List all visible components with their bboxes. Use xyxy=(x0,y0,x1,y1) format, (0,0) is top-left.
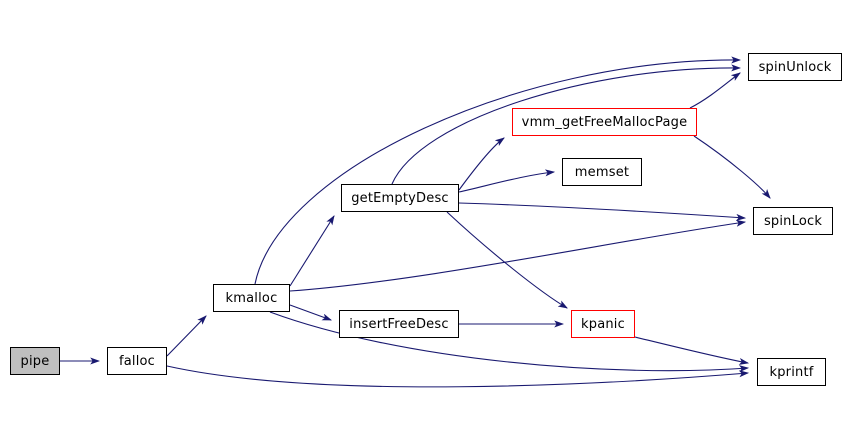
node-label: kprintf xyxy=(769,364,814,380)
node-label: getEmptyDesc xyxy=(351,190,449,206)
node-getEmptyDesc[interactable]: getEmptyDesc xyxy=(341,184,459,212)
node-pipe[interactable]: pipe xyxy=(10,347,60,375)
node-falloc[interactable]: falloc xyxy=(107,347,167,375)
edge-kpanic-to-kprintf xyxy=(634,336,750,365)
node-spinUnlock[interactable]: spinUnlock xyxy=(748,53,842,81)
edge-kmalloc-to-insertFreeDesc xyxy=(289,304,333,321)
edge-getEmptyDesc-to-spinUnlock xyxy=(391,64,742,185)
node-memset[interactable]: memset xyxy=(562,158,642,186)
node-label: falloc xyxy=(118,353,156,369)
edge-getEmptyDesc-to-memset xyxy=(458,169,556,193)
edge-falloc-to-kmalloc xyxy=(166,315,207,357)
node-kpanic[interactable]: kpanic xyxy=(571,310,635,338)
edge-getEmptyDesc-to-kpanic xyxy=(446,211,568,309)
node-label: insertFreeDesc xyxy=(349,316,449,332)
edge-getEmptyDesc-to-vmm_getFreeMallocPage xyxy=(458,137,505,191)
edge-falloc-to-kprintf xyxy=(166,365,750,388)
edge-getEmptyDesc-to-spinLock xyxy=(458,202,747,221)
node-label: pipe xyxy=(20,353,50,369)
node-label: kmalloc xyxy=(225,290,278,306)
edge-kmalloc-to-spinUnlock xyxy=(254,56,742,285)
node-label: kpanic xyxy=(581,316,625,332)
node-label: spinLock xyxy=(763,213,823,229)
edge-vmm_getFreeMallocPage-to-spinLock xyxy=(693,135,771,199)
edge-kmalloc-to-kprintf xyxy=(269,311,750,373)
edge-kmalloc-to-getEmptyDesc xyxy=(289,215,335,287)
node-spinLock[interactable]: spinLock xyxy=(753,207,833,235)
edge-vmm_getFreeMallocPage-to-spinUnlock xyxy=(689,72,741,109)
edge-kmalloc-to-spinLock xyxy=(289,219,747,292)
node-label: memset xyxy=(574,164,630,180)
node-label: spinUnlock xyxy=(758,59,832,75)
node-insertFreeDesc[interactable]: insertFreeDesc xyxy=(339,310,459,338)
node-label: vmm_getFreeMallocPage xyxy=(521,114,688,130)
node-vmm_getFreeMallocPage[interactable]: vmm_getFreeMallocPage xyxy=(512,108,697,136)
node-kprintf[interactable]: kprintf xyxy=(757,358,826,386)
node-kmalloc[interactable]: kmalloc xyxy=(213,284,290,312)
